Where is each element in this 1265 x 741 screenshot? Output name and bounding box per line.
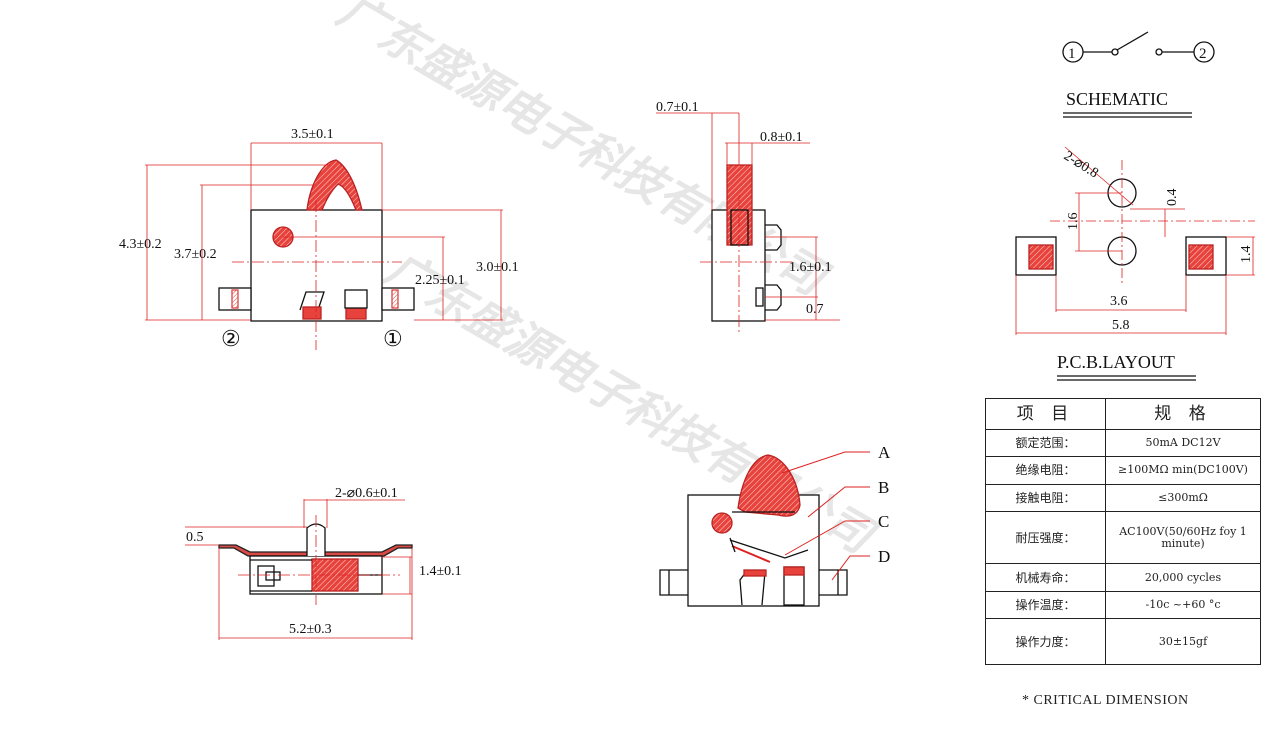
- table-row: 绝缘电阻：≥100MΩ min(DC100V): [985, 456, 1261, 485]
- svg-text:3.6: 3.6: [1110, 294, 1128, 309]
- front-view-dimensions: [145, 142, 503, 350]
- spec-value: 50mA DC12V: [1105, 428, 1261, 458]
- pin1-label: ①: [383, 326, 403, 351]
- part-a-label: A: [878, 443, 891, 462]
- spec-value: -10c ~+60 °c: [1105, 590, 1261, 620]
- front-view: [218, 159, 415, 322]
- side-view: [711, 164, 782, 322]
- svg-text:0.7±0.1: 0.7±0.1: [656, 100, 699, 115]
- table-row: 操作力度：30±15gf: [985, 618, 1261, 665]
- spec-value: 20,000 cycles: [1105, 563, 1261, 592]
- part-c-label: C: [878, 512, 889, 531]
- spec-value: 30±15gf: [1105, 618, 1261, 665]
- table-row: 额定范围：50mA DC12V: [985, 428, 1261, 458]
- pcb-dimensions: [1015, 146, 1255, 335]
- svg-text:1.4: 1.4: [1239, 246, 1254, 264]
- pin2-label: ②: [221, 326, 241, 351]
- cutaway-leaders: [781, 451, 870, 581]
- table-row: 机械寿命：20,000 cycles: [985, 563, 1261, 592]
- critical-dimension-note: * CRITICAL DIMENSION: [1022, 693, 1189, 708]
- svg-text:5.2±0.3: 5.2±0.3: [289, 622, 332, 637]
- svg-text:1.6±0.1: 1.6±0.1: [789, 260, 832, 275]
- cutaway-view: [659, 454, 848, 607]
- spec-key: 接触电阻：: [985, 483, 1106, 512]
- spec-value: ≥100MΩ min(DC100V): [1105, 456, 1261, 485]
- spec-table-header: 项 目 规 格: [985, 398, 1261, 430]
- schematic-symbol: [1062, 31, 1215, 63]
- svg-text:3.5±0.1: 3.5±0.1: [291, 127, 334, 142]
- svg-text:1.4±0.1: 1.4±0.1: [419, 564, 462, 579]
- svg-text:3.7±0.2: 3.7±0.2: [174, 247, 217, 262]
- bottom-view-dimensions: [185, 499, 413, 640]
- svg-text:0.4: 0.4: [1165, 189, 1180, 207]
- spec-table: 项 目 规 格 额定范围：50mA DC12V 绝缘电阻：≥100MΩ min(…: [985, 398, 1261, 665]
- svg-text:2.25±0.1: 2.25±0.1: [415, 273, 465, 288]
- bottom-view: [218, 523, 413, 595]
- part-b-label: B: [878, 478, 889, 497]
- schematic-node-2: 2: [1199, 46, 1207, 62]
- spec-key: 操作温度：: [985, 590, 1106, 620]
- schematic-title: SCHEMATIC: [1066, 89, 1168, 109]
- spec-key: 耐压强度：: [985, 510, 1106, 565]
- spec-key: 机械寿命：: [985, 563, 1106, 592]
- pcb-title: P.C.B.LAYOUT: [1057, 352, 1175, 372]
- table-row: 耐压强度：AC100V(50/60Hz foy 1 minute): [985, 510, 1261, 565]
- spec-header-item: 项 目: [985, 398, 1106, 430]
- svg-text:3.0±0.1: 3.0±0.1: [476, 260, 519, 275]
- svg-text:0.7: 0.7: [806, 302, 824, 317]
- svg-text:5.8: 5.8: [1112, 318, 1130, 333]
- schematic-node-1: 1: [1068, 46, 1076, 62]
- svg-text:2-⌀0.8: 2-⌀0.8: [1061, 149, 1101, 182]
- svg-text:0.5: 0.5: [186, 530, 204, 545]
- table-row: 接触电阻：≤300mΩ: [985, 483, 1261, 512]
- table-row: 操作温度：-10c ~+60 °c: [985, 590, 1261, 620]
- spec-key: 额定范围：: [985, 428, 1106, 458]
- part-d-label: D: [878, 547, 890, 566]
- spec-key: 绝缘电阻：: [985, 456, 1106, 485]
- svg-text:1.6: 1.6: [1066, 213, 1081, 231]
- svg-text:0.8±0.1: 0.8±0.1: [760, 130, 803, 145]
- spec-header-spec: 规 格: [1105, 398, 1261, 430]
- svg-text:4.3±0.2: 4.3±0.2: [119, 237, 162, 252]
- spec-value: AC100V(50/60Hz foy 1 minute): [1105, 510, 1261, 565]
- svg-text:2-⌀0.6±0.1: 2-⌀0.6±0.1: [335, 486, 398, 501]
- side-view-dimensions: [656, 112, 840, 335]
- spec-key: 操作力度：: [985, 618, 1106, 665]
- spec-value: ≤300mΩ: [1105, 483, 1261, 512]
